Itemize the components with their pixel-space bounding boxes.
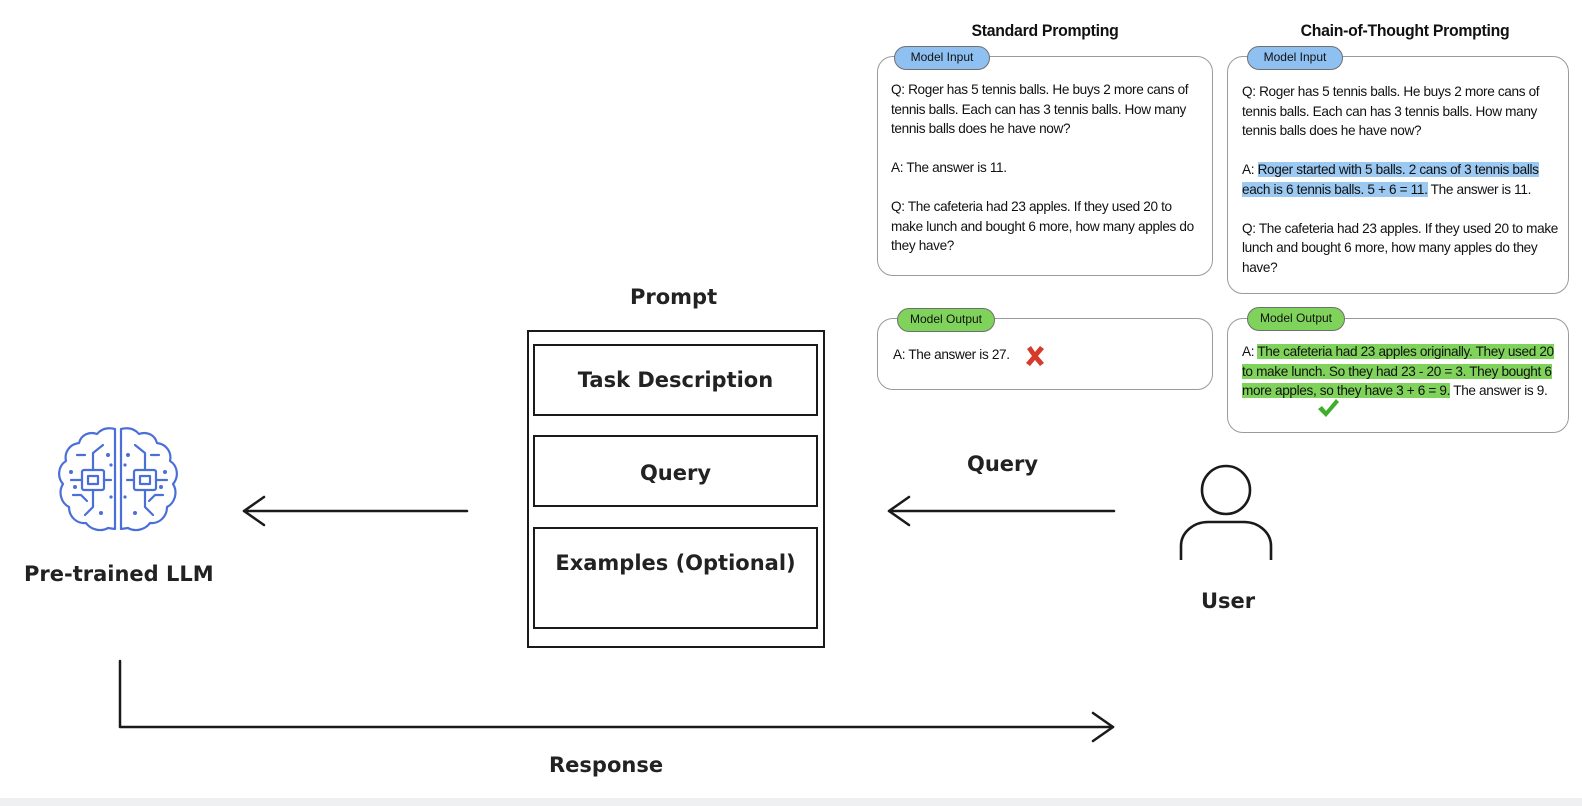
cot-input-answer-1: A: Roger started with 5 balls. 2 cans of… <box>1242 160 1562 199</box>
query-arrow-label: Query <box>967 452 1039 476</box>
standard-input-question-1: Q: Roger has 5 tennis balls. He buys 2 m… <box>891 82 1189 136</box>
cot-input-question-1: Q: Roger has 5 tennis balls. He buys 2 m… <box>1242 84 1540 138</box>
standard-input-question-2: Q: The cafeteria had 23 apples. If they … <box>891 199 1194 253</box>
prompt-box: Task Description Query Examples (Optiona… <box>527 330 825 648</box>
user-to-prompt-arrow <box>887 495 1116 527</box>
standard-model-input-text: Q: Roger has 5 tennis balls. He buys 2 m… <box>891 80 1207 275</box>
bottom-strip <box>0 798 1582 806</box>
cot-model-output-pill: Model Output <box>1247 307 1345 331</box>
pretrained-llm-label: Pre-trained LLM <box>24 562 214 586</box>
standard-model-input-pill: Model Input <box>894 46 990 70</box>
cot-input-answer-prefix: A: <box>1242 162 1258 177</box>
red-cross-icon <box>1026 346 1044 366</box>
standard-model-output-pill: Model Output <box>897 308 995 332</box>
standard-model-input-box <box>877 56 1213 276</box>
cot-input-answer-suffix: The answer is 11. <box>1427 181 1532 197</box>
response-label: Response <box>549 753 664 777</box>
user-icon <box>1179 464 1273 560</box>
standard-prompting-title: Standard Prompting <box>971 21 1119 40</box>
user-label: User <box>1201 589 1256 613</box>
prompt-task-description: Task Description <box>533 344 818 416</box>
response-arrow <box>118 659 1115 743</box>
prompt-title: Prompt <box>630 285 718 309</box>
cot-model-output-text: A: The cafeteria had 23 apples originall… <box>1242 342 1560 401</box>
standard-model-output-text: A: The answer is 27. <box>893 347 1010 362</box>
standard-input-answer-1: A: The answer is 11. <box>891 160 1007 175</box>
green-check-icon <box>1318 399 1339 417</box>
cot-prompting-title: Chain-of-Thought Prompting <box>1300 21 1510 40</box>
prompt-examples-optional: Examples (Optional) <box>533 527 818 629</box>
prompt-to-llm-arrow <box>242 495 469 527</box>
brain-icon <box>58 427 178 532</box>
prompt-query: Query <box>533 435 818 507</box>
cot-output-suffix: The answer is 9. <box>1450 383 1548 398</box>
cot-model-input-text: Q: Roger has 5 tennis balls. He buys 2 m… <box>1242 82 1562 297</box>
cot-input-question-2: Q: The cafeteria had 23 apples. If they … <box>1242 220 1559 275</box>
cot-model-input-pill: Model Input <box>1247 46 1343 70</box>
cot-output-prefix: A: <box>1242 344 1258 359</box>
